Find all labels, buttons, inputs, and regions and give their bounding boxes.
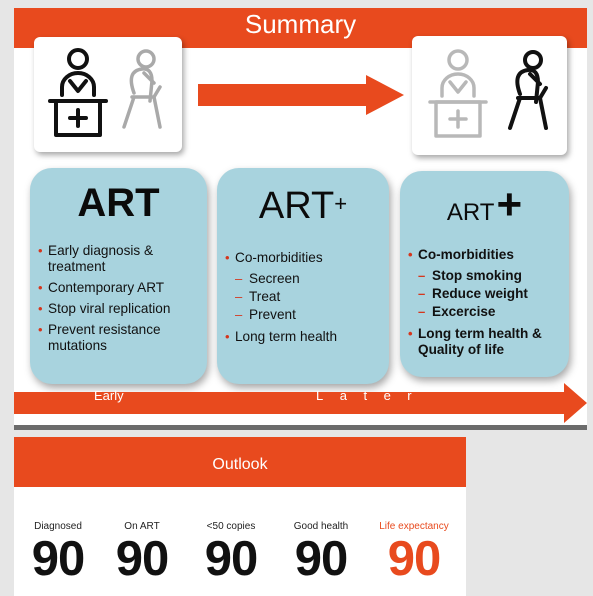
list-item: Prevent (225, 307, 385, 323)
art-column: ART Early diagnosis & treatment Contempo… (30, 168, 207, 384)
list-item: Long term health (225, 329, 385, 345)
list-item: Stop smoking (408, 268, 565, 284)
stat-diagnosed: Diagnosed 90 (31, 521, 86, 586)
art-bullet-list: Early diagnosis & treatment Contemporary… (38, 243, 203, 359)
list-item: Prevent resistance mutations (38, 322, 203, 354)
art-plus-column: ART+ Co-morbidities Secreen Treat Preven… (217, 168, 389, 384)
outlook-slide: Outlook Diagnosed 90 On ART 90 <50 copie… (14, 437, 466, 596)
art-column-title: ART (77, 181, 160, 225)
list-item: Reduce weight (408, 286, 565, 302)
doctor-patient-card-early (34, 37, 182, 152)
right-arrow-icon (198, 75, 404, 115)
art-plus-bullet-list: Co-morbidities Secreen Treat Prevent Lon… (225, 250, 385, 350)
list-item: Treat (225, 289, 385, 305)
divider (14, 425, 587, 430)
list-item: Contemporary ART (38, 280, 203, 296)
list-item: Co-morbidities (408, 247, 565, 263)
list-item: Secreen (225, 271, 385, 287)
stat-on-art: On ART 90 (115, 521, 170, 586)
art-plus-bold-column: ART+ Co-morbidities Stop smoking Reduce … (400, 171, 569, 377)
list-item: Long term health & Quality of life (408, 326, 565, 358)
doctor-at-desk-with-patient-icon (48, 48, 162, 137)
stat-under-50-copies: <50 copies 90 (204, 521, 259, 586)
art-plus-column-title: ART+ (258, 185, 348, 227)
outlook-title: Outlook (14, 437, 466, 487)
list-item: Early diagnosis & treatment (38, 243, 203, 275)
art-plus-bold-bullet-list: Co-morbidities Stop smoking Reduce weigh… (408, 247, 565, 363)
list-item: Stop viral replication (38, 301, 203, 317)
summary-slide: Summary (14, 8, 587, 430)
art-plus-bold-column-title: ART+ (446, 180, 523, 229)
timeline-arrow-icon (14, 383, 587, 423)
list-item: Co-morbidities (225, 250, 385, 266)
timeline-label-later: Later (316, 388, 429, 403)
stat-life-expectancy: Life expectancy 90 (379, 521, 449, 586)
patient-with-faded-doctor-icon (428, 49, 548, 138)
list-item: Excercise (408, 304, 565, 320)
doctor-patient-card-later (412, 36, 567, 155)
timeline-label-early: Early (94, 388, 124, 403)
stat-good-health: Good health 90 (293, 521, 349, 586)
